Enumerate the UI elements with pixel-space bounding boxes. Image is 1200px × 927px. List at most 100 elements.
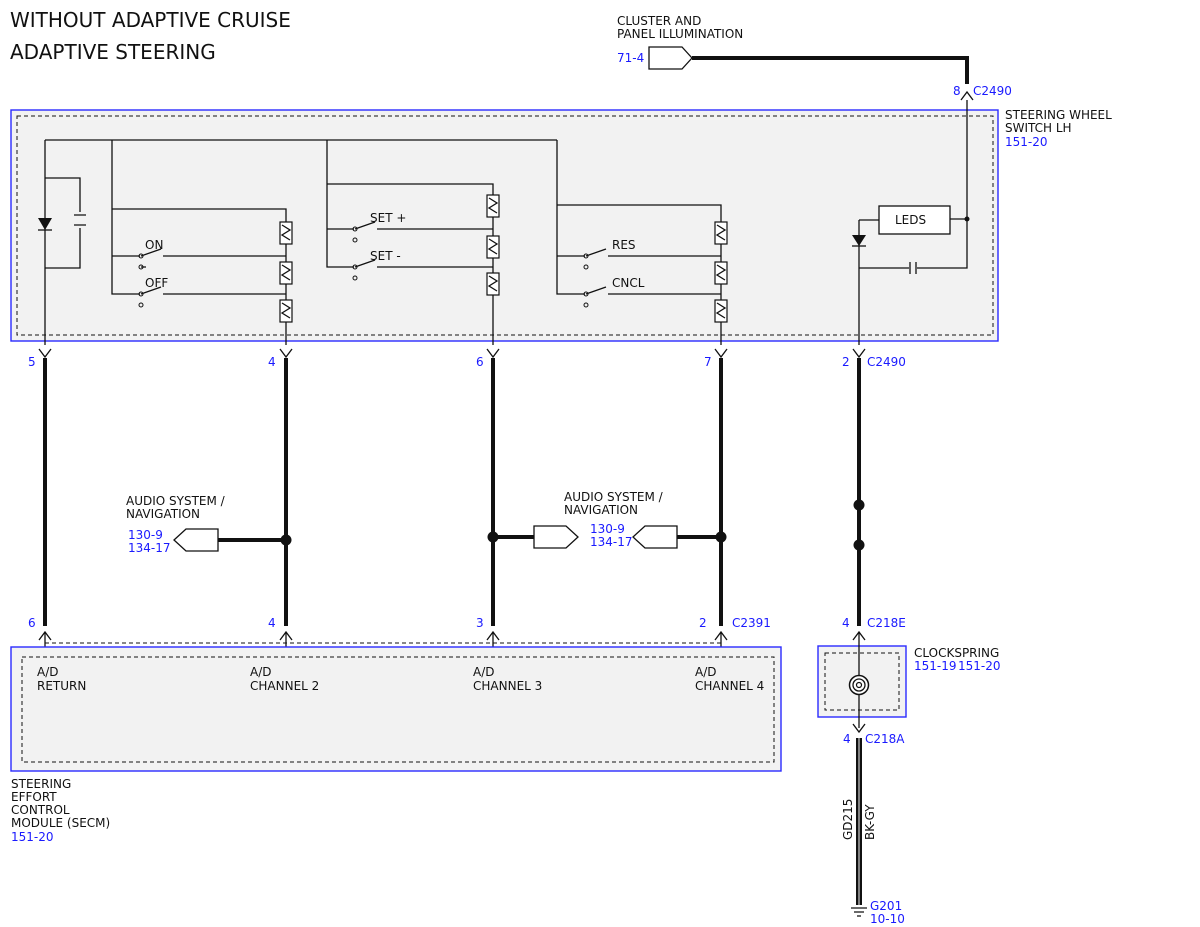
switch-set-plus-label: SET + <box>370 211 406 225</box>
res-cncl-branch <box>556 140 585 295</box>
on-off-branch <box>111 140 140 295</box>
switch-off-label: OFF <box>145 276 168 290</box>
pin-arrow-icons-bottom <box>38 630 728 641</box>
cluster-label-1: CLUSTER AND <box>617 14 701 28</box>
steering-wheel-switch-module: STEERING WHEEL SWITCH LH 151-20 ON OFF <box>10 100 1112 345</box>
secm-label-2: EFFORT <box>11 790 57 804</box>
secm-outline <box>10 646 782 772</box>
res-switch-icon <box>585 248 607 257</box>
cluster-pin-arrow-icon <box>960 90 974 101</box>
ground-wire-color: BK-GY <box>863 804 877 840</box>
audio-right-ref-2[interactable]: 134-17 <box>590 535 633 549</box>
clockspring-top-pin: 4 <box>842 616 850 630</box>
audio-navigation-left: AUDIO SYSTEM / NAVIGATION 130-9 134-17 <box>126 494 292 555</box>
audio-left-label-1: AUDIO SYSTEM / <box>126 494 226 508</box>
pin-ch3-top: 6 <box>476 355 484 369</box>
pin-ch3-bottom: 3 <box>476 616 484 630</box>
clockspring: 4 C218E CLOCKSPRING 151-19 151-20 4 C218… <box>817 616 1001 746</box>
secm-label-4: MODULE (SECM) <box>11 816 110 830</box>
cncl-switch-icon <box>585 286 607 295</box>
splice-icon <box>280 534 292 546</box>
clockspring-coil-icon <box>848 674 870 696</box>
switch-module-outline <box>10 109 999 342</box>
main-wires <box>43 358 865 626</box>
pin-ch4-top: 7 <box>704 355 712 369</box>
ground-ref[interactable]: 10-10 <box>870 912 905 926</box>
cluster-ref[interactable]: 71-4 <box>617 51 644 65</box>
inline-connector-icon <box>853 499 865 511</box>
secm-ch2-line-1: A/D <box>250 665 272 679</box>
pin-leds-top: 2 <box>842 355 850 369</box>
switch-module-ref[interactable]: 151-20 <box>1005 135 1048 149</box>
audio-right-ref-1[interactable]: 130-9 <box>590 522 625 536</box>
pin-return-top: 5 <box>28 355 36 369</box>
audio-left-ref-2[interactable]: 134-17 <box>128 541 171 555</box>
pin-ch2-top: 4 <box>268 355 276 369</box>
connector-c218a: C218A <box>865 732 905 746</box>
pin-return-bottom: 6 <box>28 616 36 630</box>
cluster-connector-id: C2490 <box>973 84 1012 98</box>
return-diode-icon <box>38 218 52 230</box>
secm-ch4-line-2: CHANNEL 4 <box>695 679 764 693</box>
inline-connector-icon <box>853 539 865 551</box>
secm-ch3-line-1: A/D <box>473 665 495 679</box>
secm-inner <box>21 656 775 763</box>
pin-ch4-bottom: 2 <box>699 616 707 630</box>
secm-module: A/D RETURN A/D CHANNEL 2 A/D CHANNEL 3 A… <box>10 646 782 844</box>
off-switch-icon <box>140 286 162 295</box>
return-capacitor-icon <box>74 214 86 226</box>
set-plus-switch-icon <box>354 221 376 230</box>
clockspring-label: CLOCKSPRING <box>914 646 999 660</box>
pin-ch2-bottom: 4 <box>268 616 276 630</box>
audio-left-label-2: NAVIGATION <box>126 507 200 521</box>
clockspring-bottom-pin: 4 <box>843 732 851 746</box>
secm-ch2-line-2: CHANNEL 2 <box>250 679 319 693</box>
secm-pins: 6 4 3 2 C2391 <box>28 616 771 657</box>
connector-c2490-bottom: C2490 <box>867 355 906 369</box>
title-line-1: WITHOUT ADAPTIVE CRUISE <box>10 8 291 32</box>
title-line-2: ADAPTIVE STEERING <box>10 40 216 64</box>
audio-right-in-connector-icon <box>632 525 678 549</box>
switch-set-minus-label: SET - <box>370 249 401 263</box>
secm-ref[interactable]: 151-20 <box>11 830 54 844</box>
cluster-label-2: PANEL ILLUMINATION <box>617 27 743 41</box>
cluster-connector-icon <box>648 46 693 70</box>
secm-label-3: CONTROL <box>11 803 70 817</box>
leds-capacitor-icon <box>909 262 917 274</box>
switch-module-label-2: SWITCH LH <box>1005 121 1072 135</box>
secm-ch1-line-1: A/D <box>37 665 59 679</box>
audio-left-ref-1[interactable]: 130-9 <box>128 528 163 542</box>
audio-left-connector-icon <box>173 528 219 552</box>
audio-right-label-2: NAVIGATION <box>564 503 638 517</box>
leds-diode-icon <box>852 235 866 246</box>
switch-on-label: ON <box>145 238 163 252</box>
return-cap-branch <box>45 177 81 269</box>
secm-label-1: STEERING <box>11 777 71 791</box>
connector-c2391: C2391 <box>732 616 771 630</box>
cluster-pin: 8 <box>953 84 961 98</box>
connector-c218e: C218E <box>867 616 906 630</box>
cluster-illumination: CLUSTER AND PANEL ILLUMINATION 71-4 8 C2… <box>617 14 1012 101</box>
secm-ch4-line-1: A/D <box>695 665 717 679</box>
splice-icon <box>715 531 727 543</box>
clockspring-ref-1[interactable]: 151-19 <box>914 659 957 673</box>
audio-navigation-right: AUDIO SYSTEM / NAVIGATION 130-9 134-17 <box>487 490 727 549</box>
switch-cncl-label: CNCL <box>612 276 645 290</box>
secm-ch3-line-2: CHANNEL 3 <box>473 679 542 693</box>
audio-right-out-connector-icon <box>533 525 579 549</box>
clockspring-ref-2[interactable]: 151-20 <box>958 659 1001 673</box>
ground-circuit: GD215 BK-GY G201 10-10 <box>841 738 905 926</box>
ground-circuit-id: GD215 <box>841 799 855 840</box>
switch-res-label: RES <box>612 238 636 252</box>
switch-module-label-1: STEERING WHEEL <box>1005 108 1112 122</box>
cluster-wire <box>692 56 969 84</box>
set-branch <box>326 140 354 268</box>
secm-ch1-line-2: RETURN <box>37 679 86 693</box>
on-switch-icon <box>140 248 162 257</box>
pin-arrow-icons-top <box>38 348 866 359</box>
set-minus-switch-icon <box>354 259 376 268</box>
ground-name: G201 <box>870 899 902 913</box>
ground-symbol-icon <box>851 907 867 917</box>
leds-block <box>878 205 951 235</box>
